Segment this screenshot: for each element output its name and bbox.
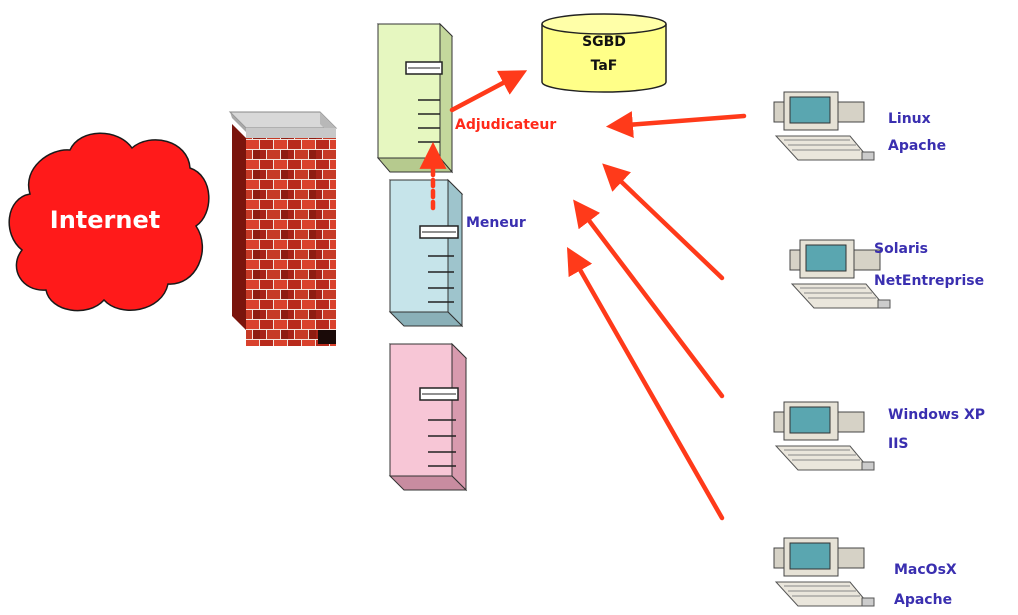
arrow-adjudicator-to-db	[449, 70, 528, 113]
leader-label: Meneur	[466, 215, 526, 231]
arrow-windows-to-adjudicator	[573, 199, 725, 399]
client-macos-line1: MacOsX	[894, 562, 957, 578]
client-solaris-line2: NetEntreprise	[874, 273, 984, 289]
adjudicator-label: Adjudicateur	[455, 117, 556, 133]
internet-cloud	[8, 132, 210, 312]
client-windows-line2: IIS	[888, 436, 909, 452]
client-computer-macos-icon	[773, 537, 875, 607]
database-icon	[541, 13, 667, 93]
database-label-line2: TaF	[591, 58, 618, 74]
adjudicator-server-icon	[376, 22, 454, 174]
client-solaris-line1: Solaris	[874, 241, 928, 257]
client-macos-line2: Apache	[894, 592, 952, 608]
client-computer-linux-icon	[773, 91, 875, 161]
client-linux-line2: Apache	[888, 138, 946, 154]
connection-arrows	[419, 70, 747, 521]
internet-label: Internet	[50, 206, 160, 234]
client-computer-solaris-icon	[789, 239, 891, 309]
arrow-linux-to-adjudicator	[605, 111, 747, 139]
client-windows-line1: Windows XP	[888, 407, 985, 423]
firewall-icon	[228, 111, 338, 346]
leader-server-icon	[388, 178, 464, 328]
client-linux-line1: Linux	[888, 111, 931, 127]
arrow-solaris-to-adjudicator	[602, 163, 725, 281]
spare-server-icon	[388, 342, 468, 492]
client-computer-windows-icon	[773, 401, 875, 471]
database-label-line1: SGBD	[582, 34, 626, 50]
arrow-macos-to-adjudicator	[566, 246, 725, 521]
